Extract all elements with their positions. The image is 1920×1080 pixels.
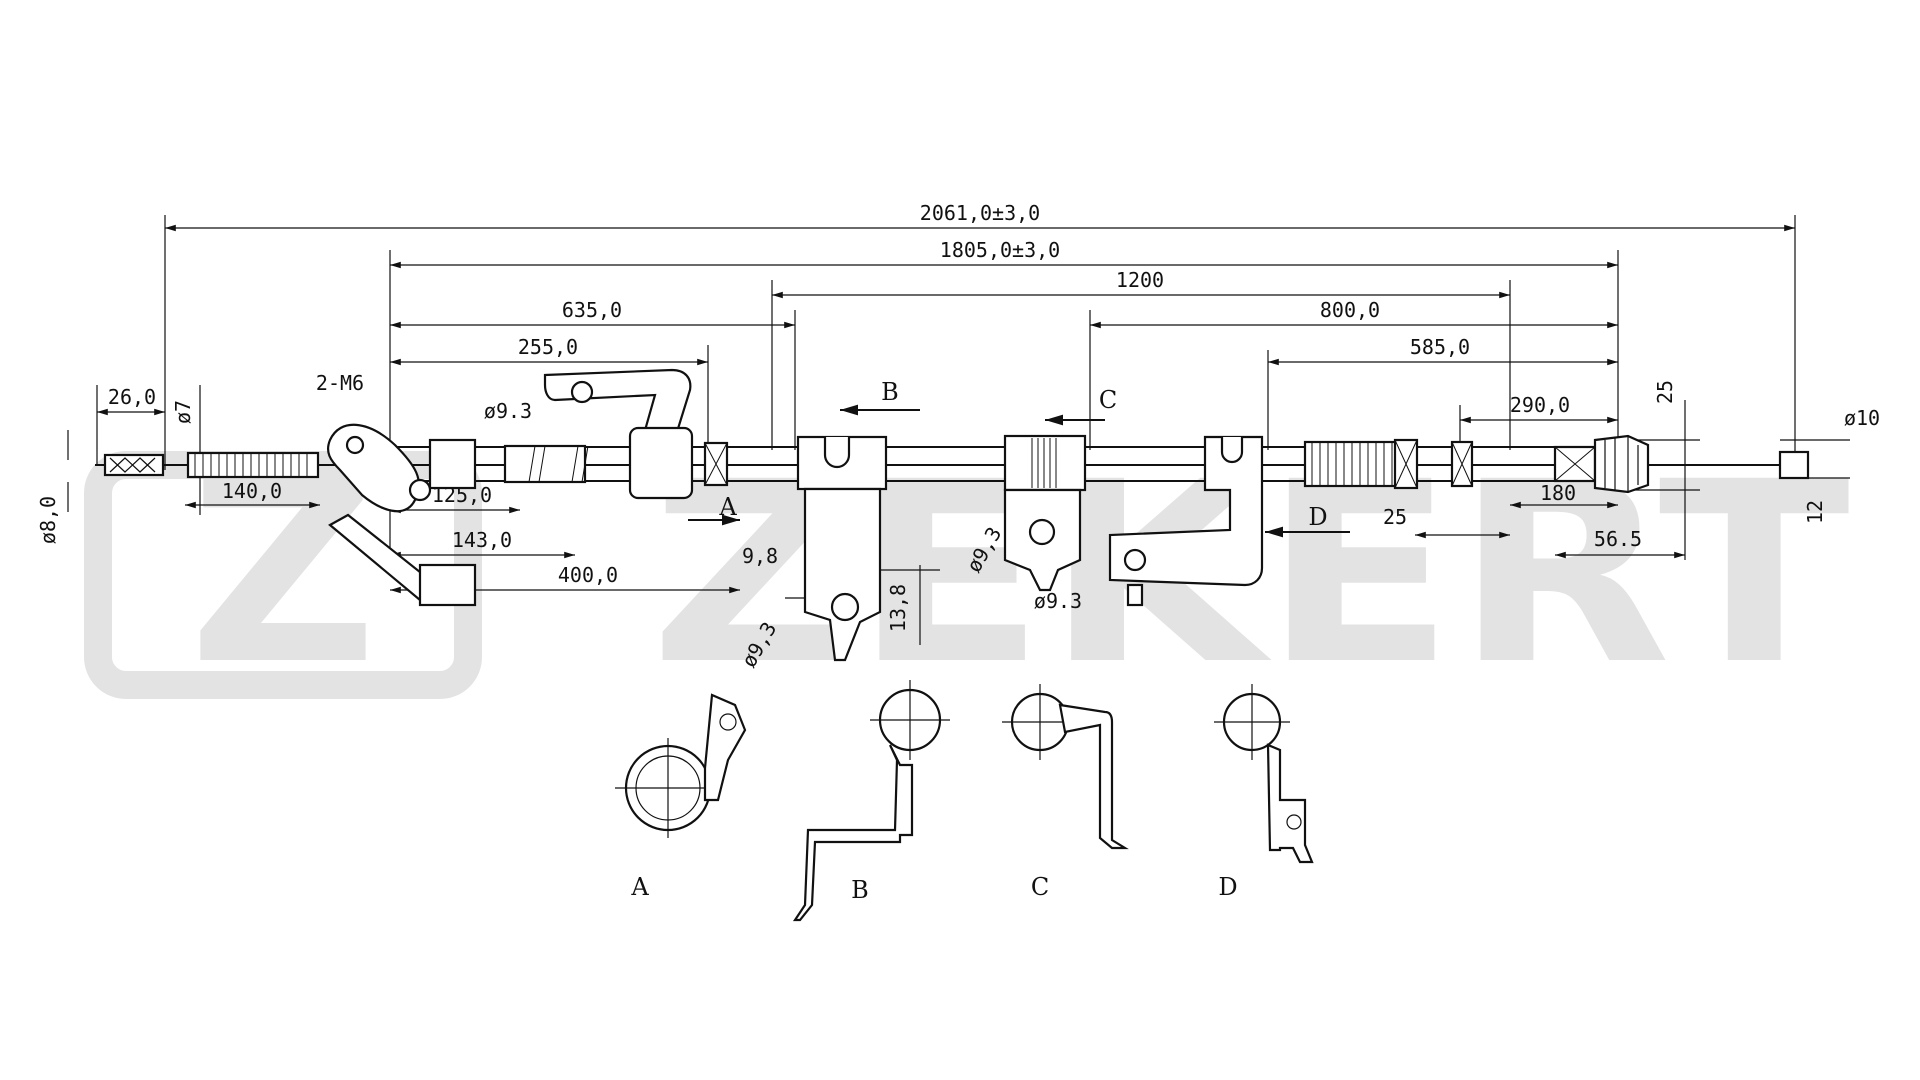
bracket-d [1108, 435, 1264, 587]
dim-56-5: 56.5 [1594, 527, 1642, 551]
dimension-texts: 2061,0±3,0 1805,0±3,0 1200 800,0 635,0 5… [36, 201, 1880, 671]
spring-section [186, 451, 320, 479]
bracket-b-plate [803, 487, 882, 662]
cable-assembly [95, 368, 1810, 662]
dim-290: 290,0 [1510, 393, 1570, 417]
dim-800: 800,0 [1320, 298, 1380, 322]
dim-diameter-8: ø8,0 [36, 496, 60, 544]
section-marker-b: B [881, 378, 899, 406]
view-d: D [1214, 684, 1314, 901]
bracket-c-clamp [1003, 434, 1087, 492]
dim-180: 180 [1540, 481, 1576, 505]
section-markers: A B C D [688, 378, 1350, 538]
cable-end-nipple [1778, 450, 1810, 480]
dim-overall-length: 2061,0±3,0 [920, 201, 1040, 225]
view-label-d: D [1218, 873, 1237, 901]
view-label-c: C [1031, 873, 1049, 901]
view-a: A [615, 693, 747, 901]
dim-635: 635,0 [562, 298, 622, 322]
dim-13-8: 13,8 [886, 584, 910, 632]
dim-143: 143,0 [452, 528, 512, 552]
dimension-lines [67, 224, 1850, 645]
dim-26: 26,0 [108, 385, 156, 409]
dim-thread-m6: 2-M6 [316, 371, 364, 395]
dim-diameter-7: ø7 [171, 400, 195, 424]
detail-views: A B C D [615, 680, 1314, 922]
threaded-end [103, 453, 165, 477]
dim-12: 12 [1803, 500, 1827, 524]
dim-sheath-length: 1805,0±3,0 [940, 238, 1060, 262]
section-marker-a: A [718, 493, 737, 521]
dim-1200: 1200 [1116, 268, 1164, 292]
section-marker-d: D [1308, 503, 1327, 531]
dim-255: 255,0 [518, 335, 578, 359]
dim-diameter-10: ø10 [1844, 406, 1880, 430]
view-label-b: B [851, 876, 869, 904]
end-fitting [428, 438, 477, 490]
dim-585: 585,0 [1410, 335, 1470, 359]
view-c: C [1002, 684, 1129, 901]
dim-hole-d: ø9.3 [1034, 589, 1082, 613]
dim-140: 140,0 [222, 479, 282, 503]
dim-9-8: 9,8 [742, 544, 778, 568]
section-marker-c: C [1099, 386, 1117, 414]
dim-400: 400,0 [558, 563, 618, 587]
view-b: B [792, 680, 950, 922]
grommet-a [628, 426, 694, 500]
dim-hole-a: ø9.3 [484, 399, 532, 423]
dim-25-mid: 25 [1383, 505, 1407, 529]
dim-25-top: 25 [1653, 380, 1677, 404]
view-label-a: A [630, 873, 649, 901]
right-end-fitting [1593, 434, 1650, 494]
